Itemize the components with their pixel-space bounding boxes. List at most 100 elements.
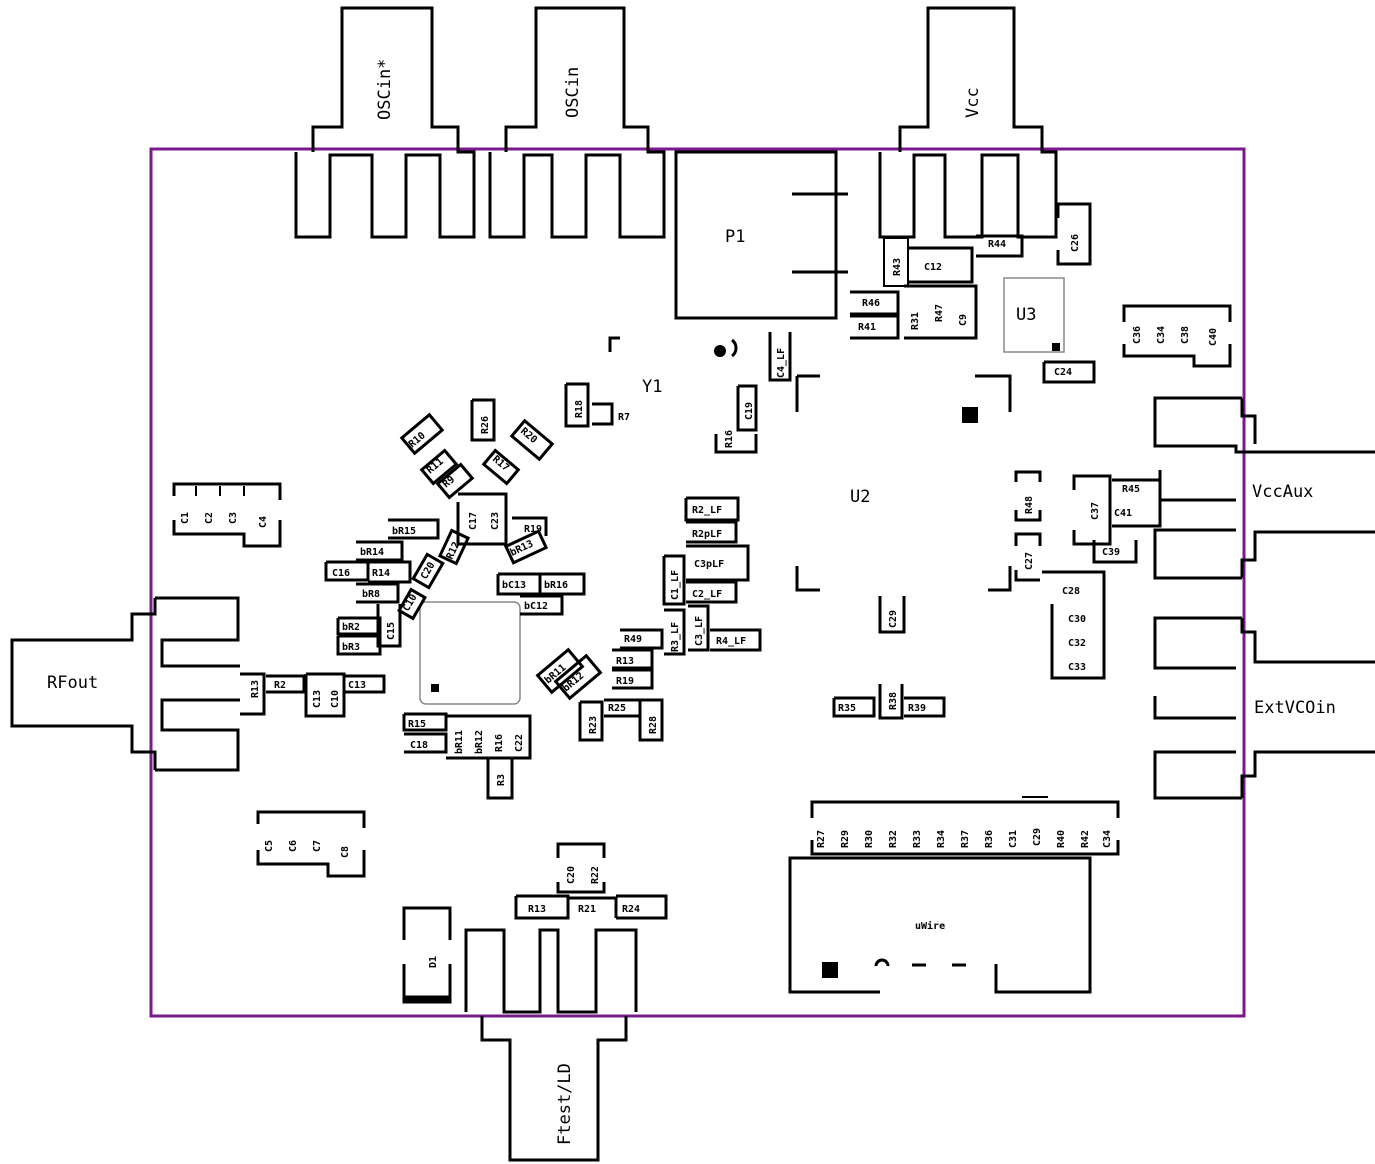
label-br2: bR2 bbox=[342, 622, 360, 633]
label-r33: R33 bbox=[912, 830, 923, 848]
label-r36: R36 bbox=[984, 830, 995, 848]
label-r29: R29 bbox=[840, 830, 851, 848]
connector-vcc: Vcc bbox=[878, 6, 1058, 239]
label-c32: C32 bbox=[1068, 638, 1086, 649]
label-vcc-aux: VccAux bbox=[1252, 482, 1313, 502]
label-c16: C16 bbox=[332, 568, 350, 579]
cap-bank-c36-c40: C36 C34 C38 C40 bbox=[1122, 304, 1232, 368]
label-r44: R44 bbox=[988, 239, 1006, 250]
label-c4-lf: C4_LF bbox=[776, 348, 787, 378]
label-c1: C1 bbox=[180, 512, 191, 524]
header-p1: P1 bbox=[674, 150, 848, 320]
label-c18: C18 bbox=[410, 740, 428, 751]
label-c5: C5 bbox=[264, 840, 275, 852]
label-c22: C22 bbox=[514, 734, 525, 752]
label-r43: R43 bbox=[892, 258, 903, 276]
label-u2: U2 bbox=[850, 487, 870, 507]
label-r3: R3 bbox=[496, 774, 507, 786]
label-c8: C8 bbox=[340, 846, 351, 858]
label-r16-lower: R16 bbox=[494, 734, 505, 752]
label-r32: R32 bbox=[888, 830, 899, 848]
connector-rf-out: RFout bbox=[10, 596, 240, 772]
label-r28: R28 bbox=[648, 716, 659, 734]
label-r3-lf: R3_LF bbox=[670, 622, 681, 652]
label-r7: R7 bbox=[618, 412, 630, 423]
label-r45: R45 bbox=[1122, 484, 1140, 495]
label-r14: R14 bbox=[372, 568, 390, 579]
label-r26: R26 bbox=[480, 416, 491, 434]
label-c38: C38 bbox=[1180, 326, 1191, 344]
connector-osc-in: OSCin bbox=[488, 6, 666, 239]
label-r42: R42 bbox=[1080, 830, 1091, 848]
label-r8: R13 bbox=[250, 680, 261, 698]
label-r40: R40 bbox=[1056, 830, 1067, 848]
label-c26: C26 bbox=[1070, 234, 1081, 252]
label-r2-lf: R2_LF bbox=[692, 505, 722, 516]
label-c13: C13 bbox=[348, 680, 366, 691]
label-r13: R13 bbox=[528, 904, 546, 915]
label-c34b: C34 bbox=[1102, 830, 1113, 848]
label-c36: C36 bbox=[1132, 326, 1143, 344]
label-r25: R25 bbox=[608, 703, 626, 714]
label-r21: R21 bbox=[578, 904, 596, 915]
label-br16: bR16 bbox=[544, 580, 568, 591]
label-c30: C30 bbox=[1068, 614, 1086, 625]
label-r2p-lf: R2pLF bbox=[692, 529, 722, 540]
label-c37: C37 bbox=[1090, 502, 1101, 520]
label-ext-vco-in: ExtVCOin bbox=[1254, 698, 1336, 718]
label-c9: C9 bbox=[958, 314, 969, 326]
label-r13-flip: R13 bbox=[616, 656, 634, 667]
label-c11: C13 bbox=[312, 690, 323, 708]
label-c12: C12 bbox=[924, 262, 942, 273]
pll-passives: R18 R7 R26 R10 R20 R11 R9 R17 C17 C23 R1… bbox=[324, 382, 664, 800]
label-osc-in-star: OSCin* bbox=[375, 59, 395, 120]
label-c3-lf: C3_LF bbox=[694, 616, 705, 646]
label-r19-flip: R19 bbox=[616, 676, 634, 687]
resistor-row-uwire: R27 R29 R30 R32 R33 R34 R37 R36 C31 C29 … bbox=[810, 796, 1120, 856]
ic-u3: U3 bbox=[1003, 277, 1065, 353]
header-uwire: uWire bbox=[788, 856, 1092, 994]
label-ftest-ld: Ftest/LD bbox=[555, 1063, 575, 1145]
ic-u2: U2 bbox=[795, 374, 1012, 592]
label-c16b: R16 bbox=[724, 430, 735, 448]
label-c15: C15 bbox=[386, 622, 397, 640]
label-uwire: uWire bbox=[915, 920, 945, 932]
loop-filter: R2_LF R2pLF C3pLF C2_LF C1_LF R3_LF C3_L… bbox=[662, 332, 792, 656]
label-c20: C20 bbox=[566, 866, 577, 884]
bottom-center-passives: C29 R35 R38 R39 bbox=[832, 596, 946, 720]
label-c7: C7 bbox=[312, 840, 323, 852]
connector-osc-in-star: OSCin* bbox=[294, 6, 476, 239]
label-r47: R47 bbox=[934, 304, 945, 322]
cap-bank-c1-c4: C1 C2 C3 C4 bbox=[172, 482, 282, 548]
connector-vcc-aux: VccAux bbox=[1153, 396, 1375, 580]
label-c31: C31 bbox=[1008, 830, 1019, 848]
label-r30: R30 bbox=[864, 830, 875, 848]
label-c34: C34 bbox=[1156, 326, 1167, 344]
label-bc12: bC12 bbox=[524, 601, 548, 612]
label-vcc: Vcc bbox=[963, 87, 983, 118]
label-br12-lower: bR12 bbox=[474, 730, 485, 754]
label-r19: R19 bbox=[524, 524, 542, 535]
label-bc13: bC13 bbox=[502, 580, 526, 591]
label-r39: R39 bbox=[908, 703, 926, 714]
right-passives: R48 C27 C28 C30 C32 C33 C37 R45 C41 C39 bbox=[1014, 470, 1162, 680]
label-c10: C10 bbox=[330, 690, 341, 708]
label-y1: Y1 bbox=[642, 377, 662, 397]
cap-bank-c5-c8: C5 C6 C7 C8 bbox=[256, 810, 366, 878]
label-r15: R15 bbox=[408, 719, 426, 730]
label-r41: R41 bbox=[858, 322, 876, 333]
label-br8: bR8 bbox=[362, 589, 380, 600]
label-br3: bR3 bbox=[342, 642, 360, 653]
label-p1: P1 bbox=[725, 227, 745, 247]
label-c4: C4 bbox=[258, 516, 269, 528]
connector-ext-vco-in: ExtVCOin bbox=[1153, 616, 1375, 800]
label-c40: C40 bbox=[1208, 328, 1219, 346]
label-c29: C29 bbox=[888, 610, 899, 628]
label-rf-out: RFout bbox=[47, 673, 98, 693]
label-r46: R46 bbox=[862, 298, 880, 309]
label-r49: R49 bbox=[624, 634, 642, 645]
label-c33: C33 bbox=[1068, 662, 1086, 673]
label-br1-lower: bR11 bbox=[454, 730, 465, 754]
label-r2: R2 bbox=[274, 680, 286, 691]
label-r27: R27 bbox=[816, 830, 827, 848]
